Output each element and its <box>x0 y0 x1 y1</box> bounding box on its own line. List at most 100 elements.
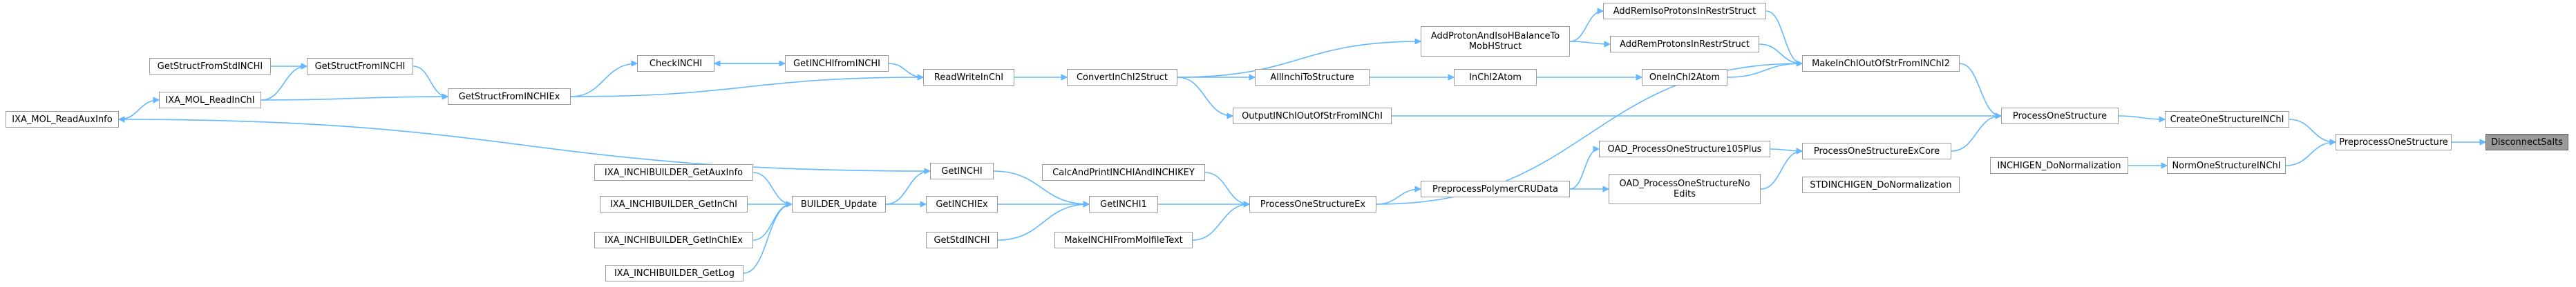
node-allinchitostructure[interactable]: AllInchiToStructure <box>1255 69 1370 86</box>
arrowhead-readwriteinchi-24 <box>917 74 925 81</box>
edge-builder-update-to-getinchi <box>885 170 931 205</box>
arrowhead-convertinchi2struct-19 <box>1061 74 1068 81</box>
node-createonestructureinchi[interactable]: CreateOneStructureINChI <box>2165 111 2289 128</box>
edge-ixa-mol-readinchi-to-getstructfrominchiex <box>261 96 448 101</box>
node-preprocesspolymercrudata[interactable]: PreprocessPolymerCRUData <box>1421 181 1570 197</box>
arrowhead-preprocesspolymercrudata-34 <box>1414 186 1422 192</box>
arrowhead-getstructfrominchi-28 <box>301 63 308 70</box>
edge-oad-processonestructurenoedits-to-processonestructureexcore <box>1760 150 1803 190</box>
edge-addremisoprotonsinrestrstruct-to-makeinchioutofstrfrominchi2 <box>1765 10 1803 64</box>
edge-convertinchi2struct-to-addprotonandisohbalancetomobhstruct <box>1177 41 1421 78</box>
edge-addprotonandisohbalancetomobhstruct-to-addremisoprotonsinrestrstruct <box>1569 10 1604 42</box>
node-ixa-inchibuilder-getauxinfo[interactable]: IXA_INCHIBUILDER_GetAuxInfo <box>594 164 753 181</box>
node-processonestructureex[interactable]: ProcessOneStructureEx <box>1249 196 1376 212</box>
arrowhead-getinchi-42 <box>924 168 931 175</box>
edge-processonestructure-to-createonestructureinchi <box>2118 115 2166 120</box>
node-getstructfrominchi[interactable]: GetStructFromINCHI <box>307 58 413 75</box>
node-makeinchioutofstrfrominchi2[interactable]: MakeInChIOutOfStrFromINChI2 <box>1802 55 1960 72</box>
node-normonestructureinchi[interactable]: NormOneStructureINChI <box>2167 157 2286 174</box>
edge-createonestructureinchi-to-preprocessonestructure <box>2289 119 2336 143</box>
edge-getinchi-to-getinchi1 <box>993 170 1090 205</box>
arrowhead-disconnectsalts-0 <box>2479 139 2487 146</box>
node-oad-processonestructure105plus[interactable]: OAD_ProcessOneStructure105Plus <box>1599 141 1770 157</box>
arrowhead-getstructfrominchiex-26 <box>442 93 449 100</box>
node-disconnectsalts[interactable]: DisconnectSalts <box>2485 134 2568 150</box>
arrowhead-checkinchi-23 <box>631 60 638 67</box>
edge-ixa-inchibuilder-getauxinfo-to-builder-update <box>752 172 793 205</box>
node-outputinchioutofstrfrominchi[interactable]: OutputINChIOutOfStrFromINChI <box>1233 108 1392 124</box>
node-getinchi1[interactable]: GetINCHI1 <box>1089 196 1158 212</box>
arrowhead-getinchifrominchi-22 <box>779 60 786 67</box>
arrowhead-oad-processonestructurenoedits-33 <box>1602 186 1610 192</box>
edge-ixa-inchibuilder-getlog-to-builder-update <box>743 204 793 274</box>
edge-makeinchifrommolfiletext-to-processonestructureex <box>1192 204 1250 241</box>
node-oneinchi2atom[interactable]: OneInChI2Atom <box>1642 69 1727 86</box>
arrowhead-preprocessonestructure-2 <box>2329 139 2337 146</box>
node-stdinchigen-donormalization[interactable]: STDINCHIGEN_DoNormalization <box>1802 177 1960 193</box>
node-processonestructure[interactable]: ProcessOneStructure <box>2001 108 2119 124</box>
edge-ixa-mol-readauxinfo-to-ixa-mol-readinchi <box>118 99 160 120</box>
edge-processonestructureexcore-to-processonestructure <box>1951 115 2002 152</box>
arrowhead-processonestructure-7 <box>1995 112 2002 119</box>
node-ixa-mol-readinchi[interactable]: IXA_MOL_ReadInChI <box>159 92 261 108</box>
edge-getinchi-to-ixa-mol-readauxinfo <box>118 119 931 172</box>
edge-getstructfrominchiex-to-readwriteinchi <box>570 77 924 97</box>
edge-normonestructureinchi-to-preprocessonestructure <box>2285 141 2336 166</box>
arrowhead-oad-processonestructure105plus-32 <box>1593 146 1600 152</box>
node-getstdinchi[interactable]: GetStdINCHI <box>926 232 998 248</box>
node-addprotonandisohbalancetomobhstruct[interactable]: AddProtonAndIsoHBalanceTo MobHStruct <box>1421 26 1570 57</box>
edge-ixa-mol-readinchi-to-getstructfrominchi <box>261 66 307 101</box>
node-ixa-inchibuilder-getinchi[interactable]: IXA_INCHIBUILDER_GetInChI <box>600 196 748 212</box>
arrowhead-ixa-mol-readauxinfo-41 <box>117 116 125 123</box>
node-convertinchi2struct[interactable]: ConvertInChI2Struct <box>1067 69 1177 86</box>
edge-addprotonandisohbalancetomobhstruct-to-addremprotonsinrestrstruct <box>1569 41 1611 45</box>
edge-ixa-inchibuilder-getinchiex-to-builder-update <box>752 204 793 241</box>
node-ixa-inchibuilder-getinchiex[interactable]: IXA_INCHIBUILDER_GetInChIEx <box>594 232 753 248</box>
arrowhead-getinchiex-43 <box>920 201 927 208</box>
arrowhead-allinchitostructure-17 <box>1249 74 1256 81</box>
node-checkinchi[interactable]: CheckINCHI <box>637 55 714 72</box>
arrowhead-builder-update-47 <box>786 201 793 208</box>
node-preprocessonestructure[interactable]: PreprocessOneStructure <box>2336 134 2452 150</box>
edge-getstdinchi-to-getinchi1 <box>997 204 1090 241</box>
edge-processonestructureex-to-preprocesspolymercrudata <box>1376 188 1421 205</box>
arrowhead-addprotonandisohbalancetomobhstruct-16 <box>1414 38 1422 45</box>
edge-getstructfrominchi-to-getstructfrominchiex <box>413 66 448 97</box>
node-inchigen-donormalization[interactable]: INCHIGEN_DoNormalization <box>1990 157 2128 174</box>
edge-calcandprintinchiandinchikey-to-processonestructureex <box>1204 172 1250 205</box>
node-getinchifrominchi[interactable]: GetINCHIfromINCHI <box>785 55 889 72</box>
arrowhead-getinchi1-40 <box>1083 201 1090 208</box>
arrowhead-makeinchioutofstrfrominchi2-11 <box>1796 60 1803 67</box>
node-readwriteinchi[interactable]: ReadWriteInChI <box>923 69 1014 86</box>
arrowhead-normonestructureinchi-4 <box>2161 162 2168 169</box>
arrowhead-outputinchioutofstrfrominchi-18 <box>1227 112 1234 119</box>
arrowhead-processonestructureexcore-31 <box>1796 148 1803 155</box>
node-oad-processonestructurenoedits[interactable]: OAD_ProcessOneStructureNo Edits <box>1609 174 1761 204</box>
arrowhead-createonestructureinchi-3 <box>2159 116 2166 123</box>
arrowhead-addremprotonsinrestrstruct-13 <box>1604 41 1611 48</box>
node-getinchiex[interactable]: GetINCHIEx <box>926 196 998 212</box>
node-getinchi[interactable]: GetINCHI <box>930 163 994 179</box>
edge-makeinchioutofstrfrominchi2-to-processonestructure <box>1959 63 2002 117</box>
arrowhead-processonestructureex-37 <box>1243 201 1251 208</box>
arrowhead-oneinchi2atom-14 <box>1636 74 1643 81</box>
node-builder-update[interactable]: BUILDER_Update <box>792 196 886 212</box>
arrowhead-ixa-mol-readinchi-29 <box>153 97 160 103</box>
node-ixa-mol-readauxinfo[interactable]: IXA_MOL_ReadAuxInfo <box>6 111 119 128</box>
node-getstructfrominchiex[interactable]: GetStructFromINCHIEx <box>448 88 571 105</box>
edge-getstructfrominchiex-to-checkinchi <box>570 63 638 97</box>
node-addremisoprotonsinrestrstruct[interactable]: AddRemIsoProtonsInRestrStruct <box>1603 3 1766 19</box>
node-inchi2atom[interactable]: InChI2Atom <box>1454 69 1537 86</box>
node-getstructfromstdinchi[interactable]: GetStructFromStdINCHI <box>149 58 271 75</box>
node-ixa-inchibuilder-getlog[interactable]: IXA_INCHIBUILDER_GetLog <box>605 265 744 281</box>
node-makeinchifrommolfiletext[interactable]: MakeINCHIFromMolfileText <box>1054 232 1193 248</box>
node-addremprotonsinrestrstruct[interactable]: AddRemProtonsInRestrStruct <box>1610 36 1759 52</box>
arrowhead-inchi2atom-15 <box>1448 74 1455 81</box>
edge-preprocesspolymercrudata-to-oad-processonestructure105plus <box>1569 148 1600 190</box>
arrowhead-addremisoprotonsinrestrstruct-12 <box>1597 8 1604 14</box>
node-calcandprintinchiandinchikey[interactable]: CalcAndPrintINCHIAndINCHIKEY <box>1042 164 1205 181</box>
node-processonestructureexcore[interactable]: ProcessOneStructureExCore <box>1802 143 1951 159</box>
edge-convertinchi2struct-to-outputinchioutofstrfrominchi <box>1177 77 1233 117</box>
